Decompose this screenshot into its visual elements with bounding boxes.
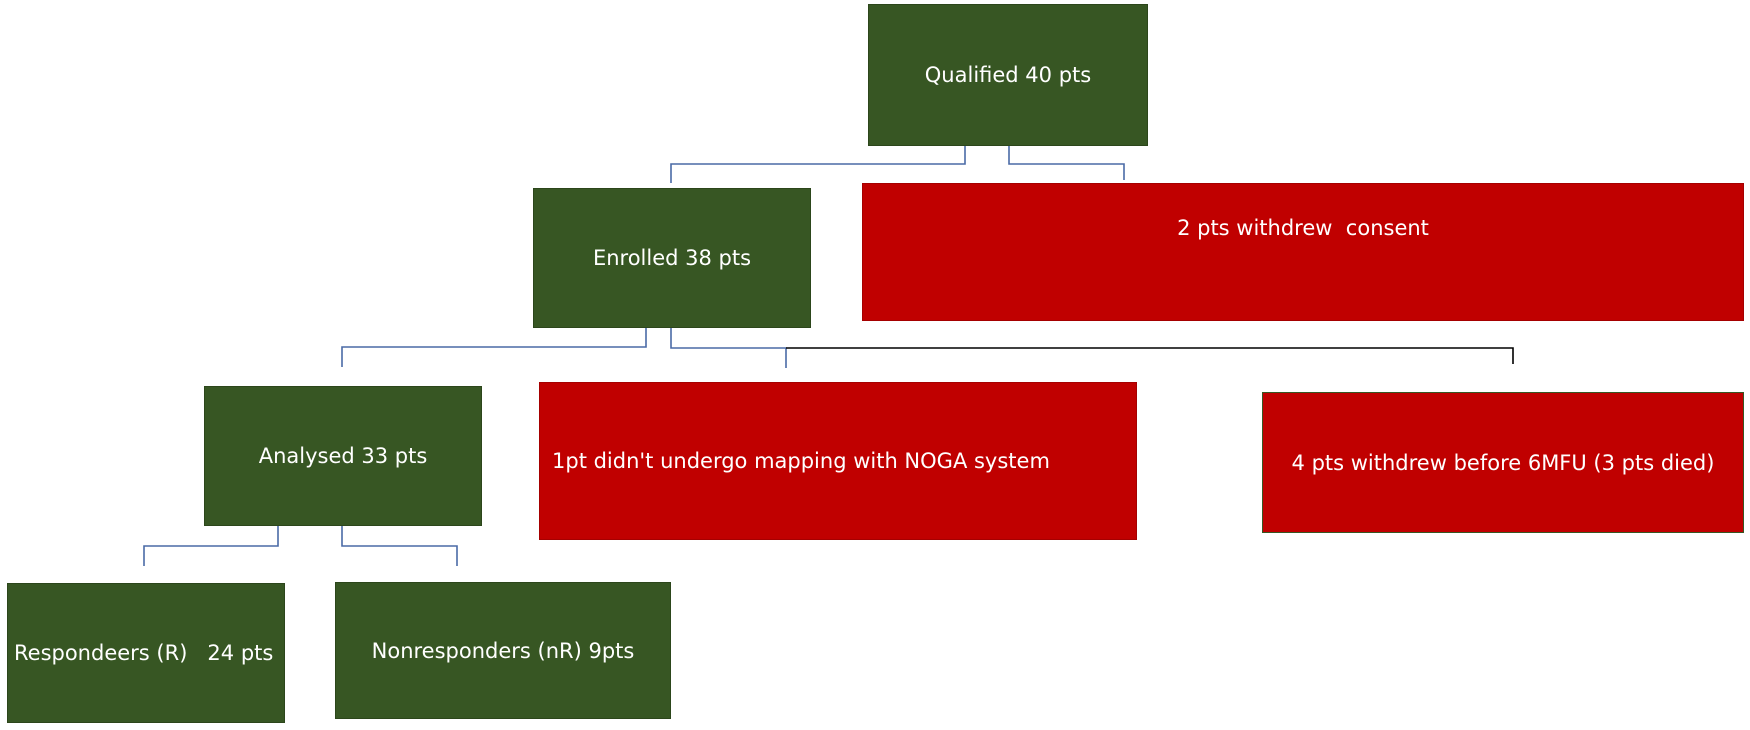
connector-enrolled-analysed: [341, 328, 647, 367]
enrolled-box: Enrolled 38 pts: [533, 188, 811, 328]
no-mapping-label: 1pt didn't undergo mapping with NOGA sys…: [552, 449, 1050, 473]
connector-enrolled-withdrew-6mfu: [786, 347, 1514, 364]
qualified-label: Qualified 40 pts: [924, 63, 1092, 87]
connector-analysed-nonresponders: [341, 526, 458, 566]
responders-label: Respondeers (R) 24 pts: [14, 641, 274, 665]
responders-box: Respondeers (R) 24 pts: [7, 583, 285, 723]
qualified-box: Qualified 40 pts: [868, 4, 1148, 146]
withdrew-consent-box: 2 pts withdrew consent: [862, 183, 1744, 321]
no-mapping-box: 1pt didn't undergo mapping with NOGA sys…: [539, 382, 1137, 540]
enrolled-label: Enrolled 38 pts: [592, 246, 752, 270]
connector-qualified-withdrew-consent: [1008, 146, 1125, 180]
nonresponders-label: Nonresponders (nR) 9pts: [371, 638, 635, 663]
connector-qualified-enrolled: [670, 146, 966, 183]
withdrew-consent-label: 2 pts withdrew consent: [1177, 216, 1429, 240]
nonresponders-box: Nonresponders (nR) 9pts: [335, 582, 671, 719]
analysed-label: Analysed 33 pts: [258, 444, 428, 468]
withdrew-before-6mfu-box: 4 pts withdrew before 6MFU (3 pts died): [1262, 392, 1744, 533]
analysed-box: Analysed 33 pts: [204, 386, 482, 526]
withdrew-before-6mfu-label: 4 pts withdrew before 6MFU (3 pts died): [1291, 450, 1715, 475]
connector-analysed-responders: [143, 526, 279, 566]
connector-enrolled-no-mapping: [670, 328, 787, 368]
